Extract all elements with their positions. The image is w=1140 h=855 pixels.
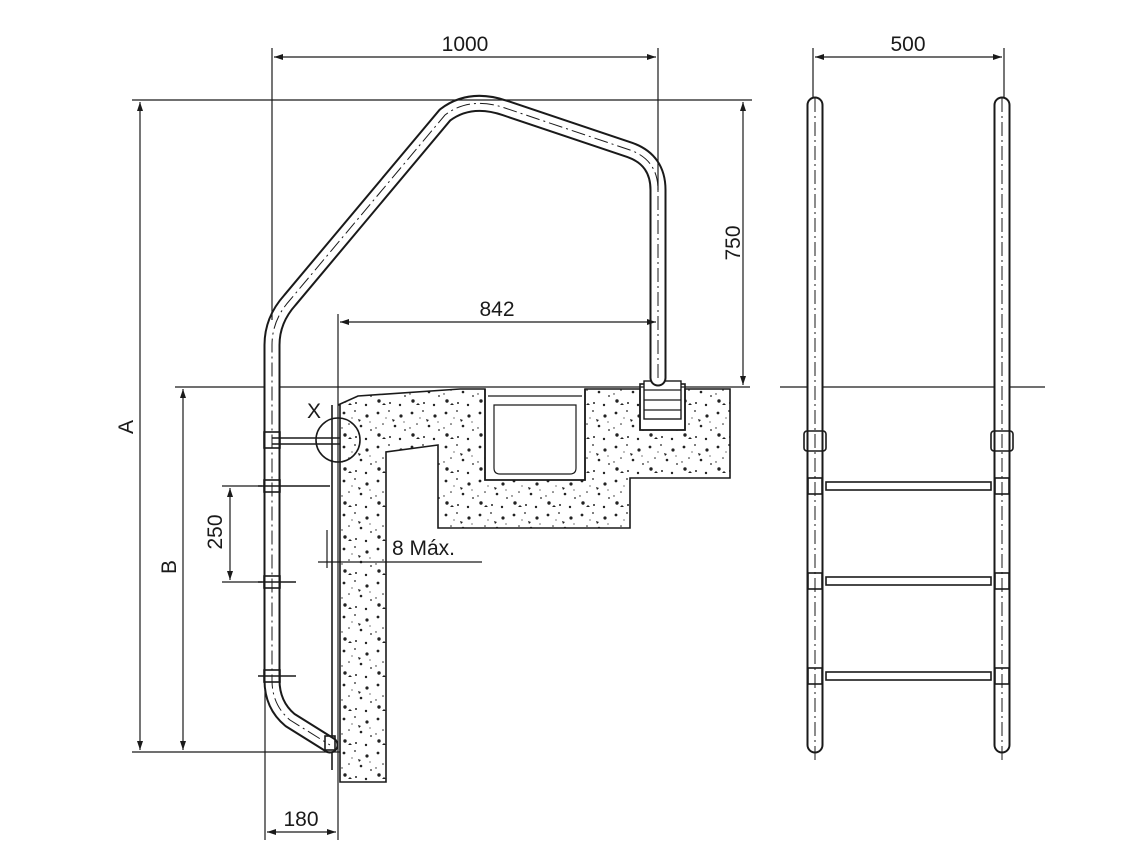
dim-500-label: 500 xyxy=(890,33,925,56)
front-left-clamp xyxy=(803,430,827,452)
dim-250-label: 250 xyxy=(204,514,227,549)
front-view: 500 xyxy=(780,33,1045,760)
gutter-inner xyxy=(493,404,577,475)
front-steps xyxy=(807,477,1010,685)
dim-b-label: B xyxy=(158,560,181,574)
concrete-section xyxy=(337,388,731,783)
gutter-channel xyxy=(484,389,586,481)
step-2 xyxy=(825,576,992,586)
side-view: X 1000 842 750 A B 250 8 Máx. xyxy=(115,33,752,840)
dim-8-label: 8 Máx. xyxy=(392,537,455,560)
step-1 xyxy=(825,481,992,491)
tube-end-cap xyxy=(324,735,336,751)
handrail-centerline xyxy=(271,102,659,746)
step-brackets xyxy=(258,479,330,683)
front-right-clamp xyxy=(990,430,1014,452)
step-3 xyxy=(825,671,992,681)
dim-a-label: A xyxy=(115,420,138,434)
detail-x-circle xyxy=(315,417,361,463)
bracket-clamp xyxy=(263,431,281,449)
dim-750-label: 750 xyxy=(722,225,745,260)
dim-180-label: 180 xyxy=(283,808,318,831)
detail-x-label: X xyxy=(307,400,321,423)
dim-1000-label: 1000 xyxy=(442,33,489,56)
dim-842-label: 842 xyxy=(479,298,514,321)
